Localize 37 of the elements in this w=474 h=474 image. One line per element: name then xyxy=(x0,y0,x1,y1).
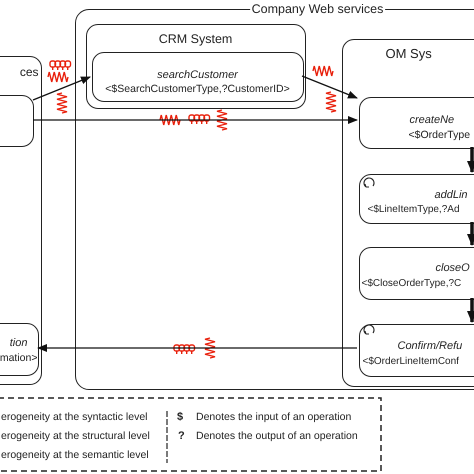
system-title: OM Sys xyxy=(386,46,432,62)
arrow xyxy=(33,116,358,124)
legend-text: Denotes the output of an operation xyxy=(196,430,358,442)
operation-signature: <$SearchCustomerType,?CustomerID> xyxy=(105,82,290,95)
arrow xyxy=(37,344,357,352)
arrow xyxy=(32,76,91,101)
legend-text: Denotes the input of an operation xyxy=(196,411,352,424)
operation-signature: <$CloseOrderType,?C xyxy=(362,278,462,289)
legend-text: erogeneity at the structural level xyxy=(1,430,150,442)
arrow xyxy=(302,75,358,99)
operation-box xyxy=(359,174,474,224)
dollar-symbol: $ xyxy=(177,411,184,424)
operation-box xyxy=(92,52,304,102)
operation-box xyxy=(359,247,474,300)
operation-name: addLin xyxy=(434,188,468,202)
operation-signature: mation> xyxy=(0,352,38,364)
system-title: ces xyxy=(20,66,38,80)
operation-signature: <$OrderType xyxy=(408,128,470,141)
system-box xyxy=(86,24,306,109)
arrow xyxy=(467,147,474,173)
operation-box xyxy=(359,324,474,377)
operation-signature: <$LineItemType,?Ad xyxy=(368,204,460,215)
operation-name: searchCustomer xyxy=(157,68,238,82)
operation-box xyxy=(359,97,474,149)
operation-name: tion xyxy=(10,336,28,350)
legend-text: erogeneity at the semantic level xyxy=(1,449,149,462)
question-symbol: ? xyxy=(178,430,185,443)
arrow xyxy=(467,222,474,246)
legend-text: erogeneity at the syntactic level xyxy=(1,411,148,424)
group-title: Company Web services xyxy=(250,2,386,16)
system-box xyxy=(342,39,474,387)
system-title: CRM System xyxy=(158,32,232,46)
operation-name: createNe xyxy=(410,114,454,126)
operation-name: Confirm/Refu xyxy=(398,340,462,352)
arrow xyxy=(467,298,474,323)
operation-name: closeO xyxy=(436,262,470,274)
operation-signature: <$OrderLineItemConf xyxy=(362,356,459,367)
